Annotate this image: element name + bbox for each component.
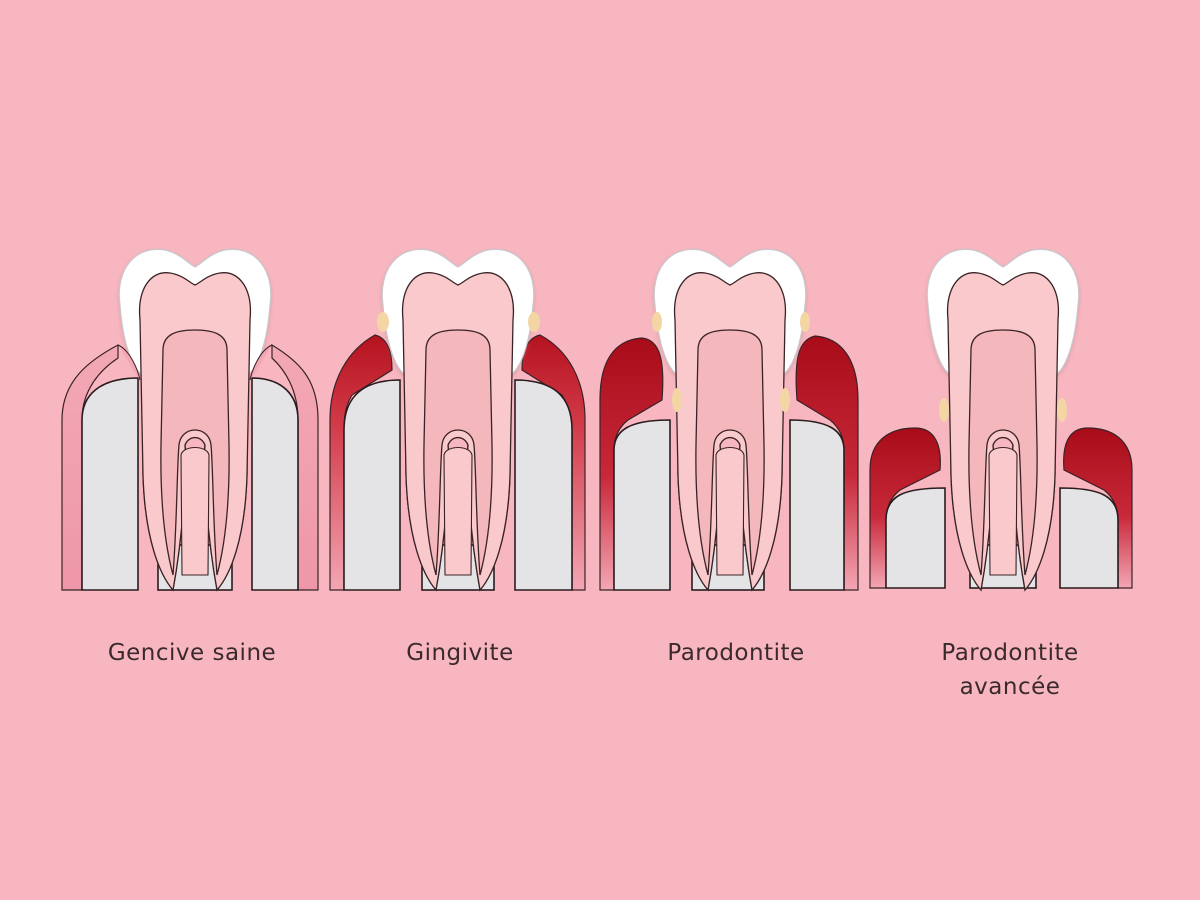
stage-label-line: Gingivite — [406, 640, 514, 666]
stage-label-line: Gencive saine — [107, 640, 277, 666]
tooth-periodontitis — [599, 249, 859, 591]
tooth-gingivitis — [329, 249, 586, 591]
stage-label-4: Parodontite avancée — [890, 636, 1130, 704]
stage-label-line: avancée — [959, 674, 1061, 700]
stage-label-2: Gingivite — [340, 636, 580, 670]
stage-label-line: Parodontite — [941, 640, 1079, 666]
tooth-advanced-periodontitis — [869, 249, 1133, 590]
stage-label-3: Parodontite — [616, 636, 856, 670]
stage-label-1: Gencive saine — [72, 636, 312, 670]
tooth-healthy — [61, 249, 319, 591]
stage-label-line: Parodontite — [667, 640, 805, 666]
